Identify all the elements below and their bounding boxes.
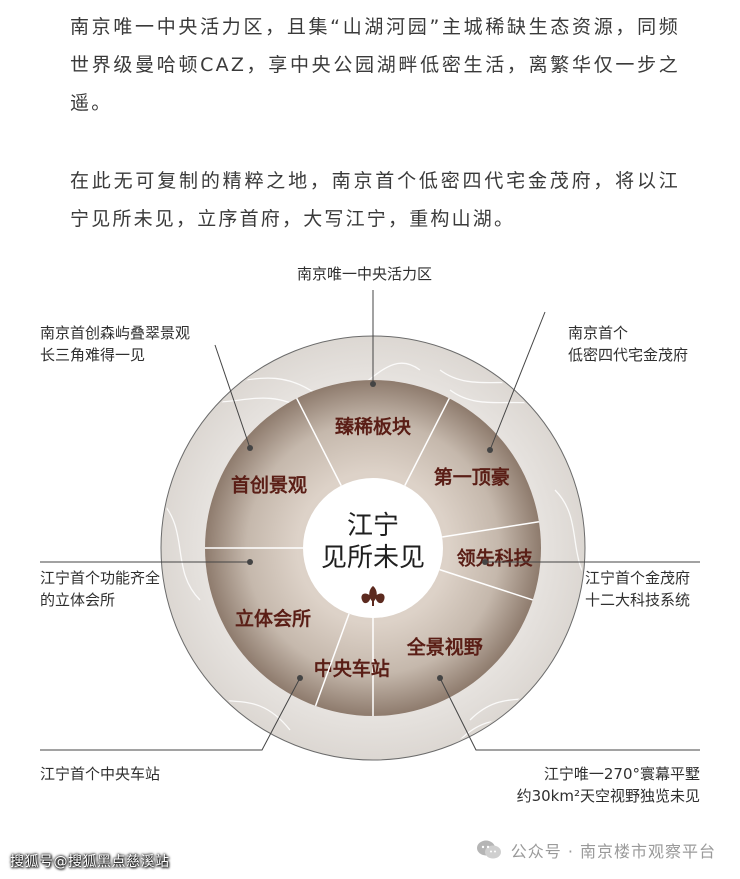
segment-label: 第一顶豪 [434, 465, 510, 488]
annotation-bottom-left: 江宁首个中央车站 [40, 763, 160, 785]
annotation-top-text: 南京唯一中央活力区 [297, 265, 433, 283]
segment-divider [314, 613, 350, 707]
segment-label: 全景视野 [406, 636, 483, 659]
connector-top-left [214, 344, 251, 449]
annotation-top-right-line2: 低密四代宅金茂府 [568, 346, 689, 364]
brand-logo-icon [361, 586, 385, 606]
center-circle [303, 478, 443, 618]
annotation-mid-left-line2: 的立体会所 [40, 591, 116, 609]
annotation-bottom-right-line2: 约30km²天空视野独览未见 [516, 787, 700, 805]
segment-label: 中央车站 [314, 657, 390, 680]
annotation-bottom-right: 江宁唯一270°寰幕平墅 约30km²天空视野独览未见 [517, 763, 700, 807]
intro-paragraph-2: 在此无可复制的精粹之地，南京首个低密四代宅金茂府，将以江宁见所未见，立序首府，大… [70, 170, 680, 230]
annotation-mid-right: 江宁首个金茂府 十二大科技系统 [585, 567, 690, 611]
annotation-top: 南京唯一中央活力区 [297, 263, 432, 285]
annotation-top-right: 南京首个 低密四代宅金茂府 [568, 322, 688, 366]
segment-label: 臻稀板块 [335, 415, 412, 438]
center-title-line2: 见所未见 [321, 543, 425, 573]
annotation-bottom-right-line1: 江宁唯一270°寰幕平墅 [543, 765, 700, 783]
annotation-top-left-line2: 长三角难得一见 [40, 346, 146, 364]
intro-paragraph-1: 南京唯一中央活力区，且集“山湖河园”主城稀缺生态资源，同频世界级曼哈顿CAZ，享… [70, 16, 680, 114]
annotation-mid-left: 江宁首个功能齐全 的立体会所 [40, 567, 160, 611]
segment-divider [442, 520, 540, 538]
segment-divider [404, 397, 450, 486]
segment-label: 领先科技 [457, 547, 534, 570]
annotation-top-right-line1: 南京首个 [568, 324, 629, 342]
connector-bottom-left [40, 677, 301, 751]
segment-divider [439, 568, 534, 601]
connector-dots [247, 381, 493, 681]
center-title-line1: 江宁 [347, 511, 399, 541]
annotation-mid-right-line1: 江宁首个金茂府 [585, 569, 691, 587]
connector-lines [40, 290, 700, 751]
connector-bottom-right [439, 677, 700, 751]
annotation-top-left-line1: 南京首创森屿叠翠景观 [40, 324, 191, 342]
connector-top-right [489, 311, 546, 451]
annotation-top-left: 南京首创森屿叠翠景观 长三角难得一见 [40, 322, 190, 366]
segment-label: 首创景观 [231, 473, 307, 496]
watermark: 搜狐号@搜狐黑点慈溪站 [10, 854, 170, 870]
annotation-bottom-left-text: 江宁首个中央车站 [40, 765, 161, 783]
wechat-icon [476, 840, 501, 859]
annotation-mid-right-line2: 十二大科技系统 [585, 591, 691, 609]
segment-label: 立体会所 [235, 607, 311, 630]
annotation-mid-left-line1: 江宁首个功能齐全 [40, 569, 161, 587]
source-credit: 公众号 · 南京楼市观察平台 [475, 838, 716, 862]
segment-divider [296, 397, 342, 486]
source-credit-text: 公众号 · 南京楼市观察平台 [510, 842, 716, 861]
